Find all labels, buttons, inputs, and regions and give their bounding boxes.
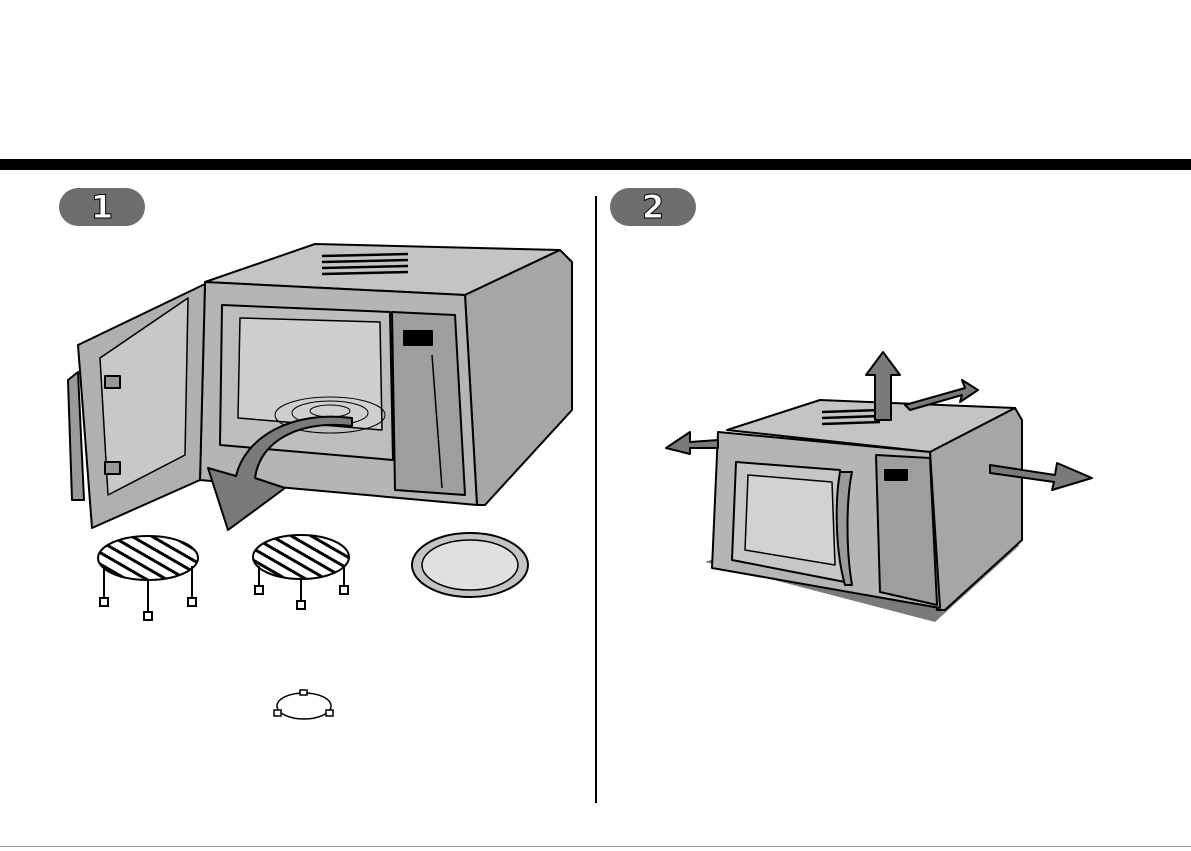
low-rack-icon (253, 535, 349, 609)
glass-tray-icon (412, 533, 528, 597)
roller-ring-icon (274, 690, 333, 719)
open-microwave-illustration (68, 244, 572, 528)
closed-microwave-illustration (712, 400, 1022, 610)
high-rack-icon (98, 536, 198, 620)
display-window (404, 331, 432, 345)
display-window (885, 470, 907, 480)
clearance-left-arrow-icon (666, 432, 718, 454)
